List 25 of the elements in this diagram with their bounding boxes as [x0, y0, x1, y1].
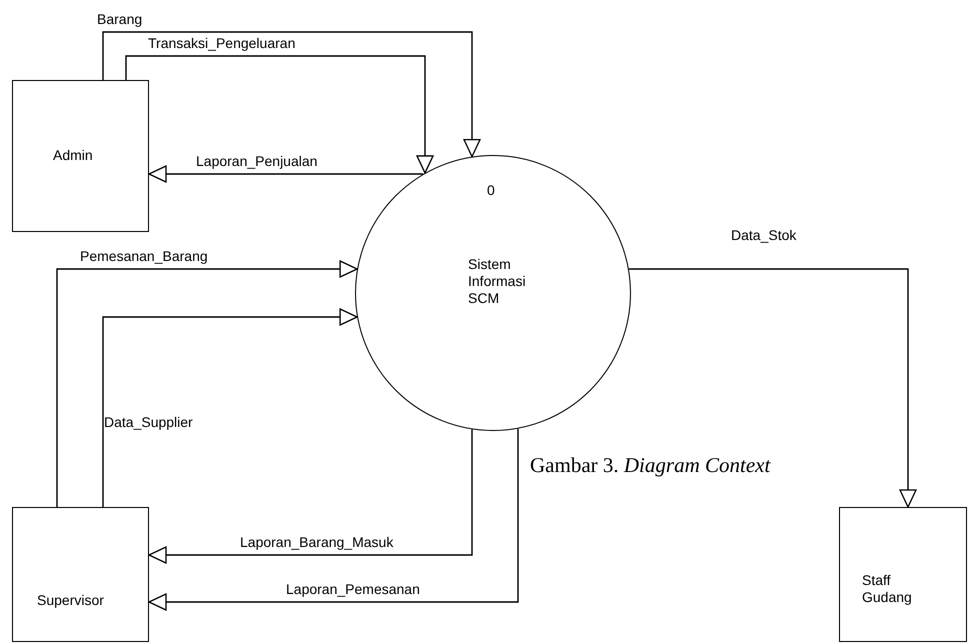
flow-arrow — [56, 260, 358, 507]
node-label: Staff Gudang — [862, 572, 913, 606]
flow-arrow — [102, 308, 358, 507]
flow-arrow — [102, 31, 481, 158]
edge-label: Barang — [97, 11, 142, 28]
entity-box — [12, 507, 149, 642]
flow-arrow — [148, 429, 473, 564]
flow-arrow — [148, 428, 519, 611]
entity-box — [12, 80, 149, 232]
edge-label: Pemesanan_Barang — [80, 248, 208, 265]
edge-label: Laporan_Penjualan — [196, 153, 318, 170]
edge-label: Data_Supplier — [104, 414, 193, 431]
edge-label: Transaksi_Pengeluaran — [148, 35, 296, 52]
flow-arrow — [628, 268, 917, 508]
entity-box — [839, 507, 967, 642]
node-label: Sistem Informasi SCM — [468, 256, 527, 307]
figure-caption: Gambar 3. Diagram Context — [530, 452, 770, 479]
flow-arrow — [148, 165, 424, 183]
node-label: Supervisor — [37, 592, 105, 609]
node-label: Admin — [53, 147, 94, 164]
edge-label: Laporan_Barang_Masuk — [240, 534, 394, 551]
flow-arrow — [125, 55, 434, 174]
edge-label: Data_Stok — [731, 227, 796, 244]
process-number: 0 — [487, 182, 496, 199]
edge-label: Laporan_Pemesanan — [286, 581, 420, 598]
